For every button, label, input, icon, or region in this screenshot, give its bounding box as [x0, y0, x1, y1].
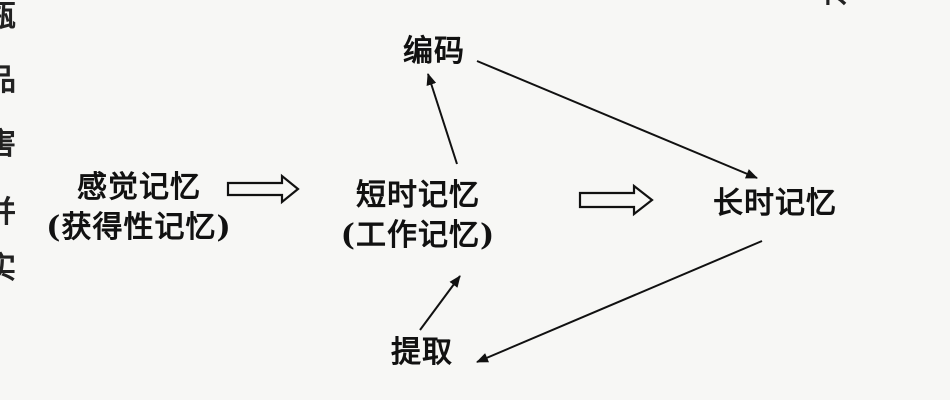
short-term-memory-label: 短时记忆 [356, 178, 480, 213]
top-right-fragment: 传 [822, 0, 852, 16]
sensory-memory-node: 感觉记忆 (获得性记忆) [24, 168, 254, 248]
sensory-memory-sublabel: (获得性记忆) [46, 210, 232, 245]
sensory-to-short-term-arrow [226, 173, 300, 205]
retrieve-label: 提取 [391, 335, 453, 370]
left-margin-fragment-3: 害 [0, 127, 16, 162]
short-term-to-encode-arrow [426, 73, 458, 165]
short-term-memory-sublabel: (工作记忆) [340, 218, 496, 253]
long-term-memory-node: 长时记忆 [700, 184, 850, 224]
left-margin-fragment-5: 实 [0, 251, 16, 286]
short-term-memory-node: 短时记忆 (工作记忆) [318, 176, 518, 256]
left-margin-fragment-1: 瓶 [0, 0, 16, 34]
short-term-to-long-term-arrow [578, 183, 654, 217]
retrieve-to-short-term-arrow [419, 275, 461, 331]
long-term-to-retrieve-arrow [476, 240, 763, 363]
long-term-memory-label: 长时记忆 [713, 186, 837, 221]
retrieve-node: 提取 [382, 333, 462, 373]
encode-label: 编码 [403, 34, 465, 69]
left-margin-fragment-2: 品 [0, 63, 16, 98]
left-margin-fragment-4: 并 [0, 195, 16, 230]
encode-node: 编码 [394, 32, 474, 72]
sensory-memory-label: 感觉记忆 [77, 170, 201, 205]
encode-to-long-term-arrow [476, 60, 758, 179]
